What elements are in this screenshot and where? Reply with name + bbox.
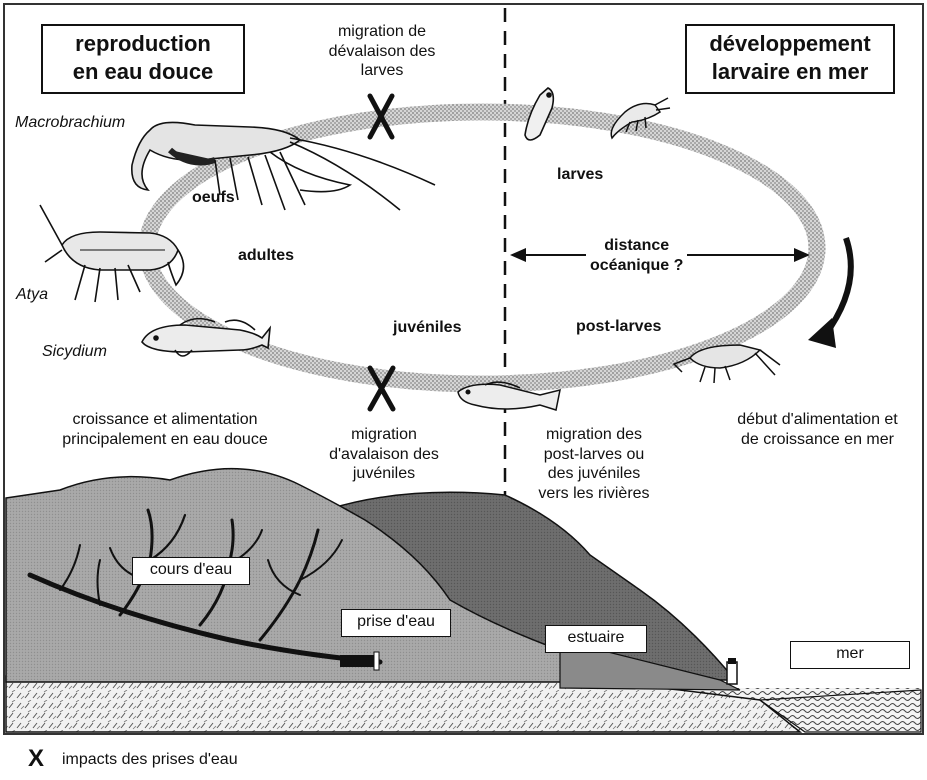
legend-x-icon: X — [28, 745, 44, 773]
label-migration-devalaison-larves: migration de dévalaison des larves — [312, 22, 452, 81]
label-migration-montaison: migration des post-larves ou des juvénil… — [519, 425, 669, 503]
label-migration-avalaison-juveniles: migration d'avalaison des juvéniles — [314, 425, 454, 484]
label-mer: mer — [790, 641, 910, 669]
label-juveniles: juvéniles — [393, 318, 461, 338]
label-sicydium: Sicydium — [42, 342, 107, 362]
lighthouse-icon — [727, 658, 737, 684]
label-distance-oceanique: distance océanique ? — [586, 236, 687, 275]
legend-label: impacts des prises d'eau — [62, 751, 238, 769]
label-estuaire: estuaire — [545, 625, 647, 653]
freshwater-title: reproduction en eau douce — [41, 24, 245, 94]
label-atya: Atya — [16, 285, 48, 305]
label-post-larves: post-larves — [576, 317, 661, 337]
label-cours-eau: cours d'eau — [132, 557, 250, 585]
sea-title: développement larvaire en mer — [685, 24, 895, 94]
label-prise-eau: prise d'eau — [341, 609, 451, 637]
cycle-direction-arrow — [825, 238, 851, 335]
note-debut-alimentation-mer: début d'alimentation et de croissance en… — [715, 410, 920, 449]
cycle-direction-arrowhead — [808, 318, 836, 348]
distance-arrow-left-head — [510, 248, 526, 262]
note-croissance-eau-douce: croissance et alimentation principalemen… — [40, 410, 290, 449]
label-larves: larves — [557, 165, 603, 185]
label-oeufs: oeufs — [192, 188, 235, 208]
label-macrobrachium: Macrobrachium — [15, 113, 125, 133]
label-adultes: adultes — [238, 246, 294, 266]
